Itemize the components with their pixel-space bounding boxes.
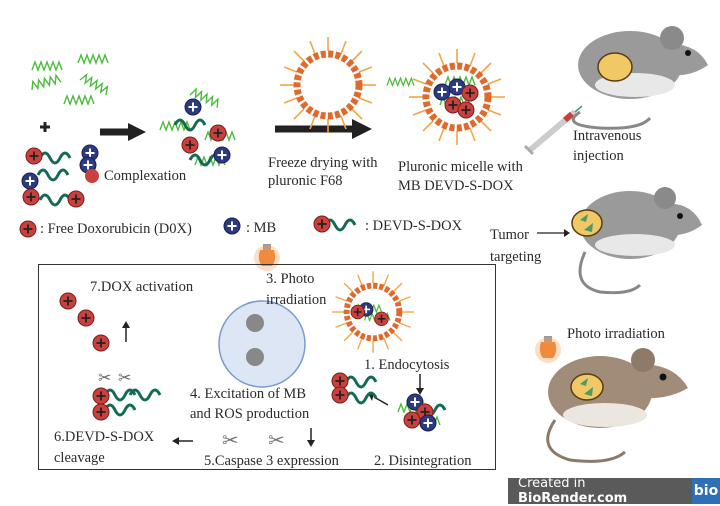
mouse-tumor — [571, 187, 702, 295]
scissors-icon: ✂ — [118, 368, 131, 387]
pluronic-chains — [29, 54, 111, 105]
label-freeze-drying-1: Freeze drying with — [268, 155, 378, 171]
devd-s-dox-group — [21, 144, 99, 208]
step-6-label-1: 6.DEVD-S-DOX — [54, 429, 155, 445]
step-7-label: 7.DOX activation — [90, 279, 194, 295]
lightbulb-icon — [535, 336, 561, 363]
mechanism-box — [38, 264, 496, 470]
biorender-logo-icon: bio — [692, 478, 720, 504]
label-tumor-2: targeting — [490, 249, 542, 265]
step-4-label-2: and ROS production — [190, 406, 310, 422]
mb-molecule-icon — [246, 314, 264, 332]
scissors-icon: ✂ — [222, 428, 239, 452]
step-6-label-2: cleavage — [54, 450, 105, 466]
legend-mb: : MB — [246, 220, 277, 236]
badge-text: Created in BioRender.com — [508, 476, 692, 506]
step-5-label: 5.Caspase 3 expression — [204, 453, 339, 469]
biorender-badge[interactable]: Created in BioRender.com bio — [508, 476, 720, 506]
step-4-label-1: 4. Excitation of MB — [190, 386, 306, 402]
legend-devd: : DEVD-S-DOX — [365, 218, 463, 234]
label-tumor-1: Tumor — [490, 227, 529, 243]
legend-devd-icon — [313, 215, 357, 233]
step-2-label: 2. Disintegration — [374, 453, 472, 469]
mouse-irradiation — [546, 348, 688, 463]
scissors-icon: ✂ — [268, 428, 285, 452]
badge-prefix: Created in — [518, 476, 586, 491]
label-intravenous-1: Intravenous — [573, 128, 642, 144]
arrow-icon — [352, 119, 372, 139]
arrow-icon — [128, 123, 146, 141]
empty-micelle — [280, 37, 376, 133]
step-3-label-2: irradiation — [266, 292, 327, 308]
loaded-micelle — [386, 49, 505, 145]
syringe-icon — [523, 105, 583, 156]
scissors-icon: ✂ — [98, 368, 111, 387]
label-micelle-2: MB DEVD-S-DOX — [398, 178, 514, 194]
label-intravenous-2: injection — [573, 148, 624, 164]
step-3-label-1: 3. Photo — [266, 271, 315, 287]
mb-molecule-icon — [246, 348, 264, 366]
mouse-injection — [571, 26, 708, 130]
label-photo-irradiation-mouse: Photo irradiation — [567, 326, 665, 342]
label-complexation: Complexation — [104, 168, 187, 184]
legend-mb-icon — [223, 217, 241, 235]
label-freeze-drying-2: pluronic F68 — [268, 173, 343, 189]
label-micelle-1: Pluronic micelle with — [398, 159, 523, 175]
step-1-label: 1. Endocytosis — [364, 357, 450, 373]
badge-brand: BioRender.com — [518, 491, 628, 506]
cell — [218, 300, 306, 388]
legend-free-dox: : Free Doxorubicin (D0X) — [40, 221, 192, 237]
legend-dox-icon — [19, 220, 37, 238]
plus-sign — [40, 122, 50, 132]
complex — [159, 87, 236, 167]
